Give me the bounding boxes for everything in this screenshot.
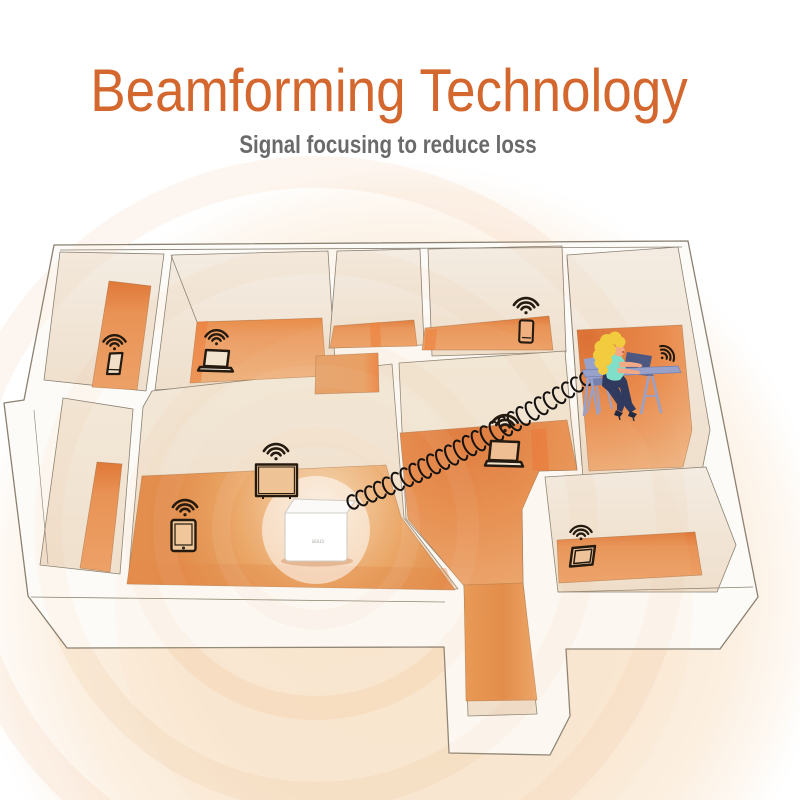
svg-text:asus: asus <box>312 539 325 545</box>
